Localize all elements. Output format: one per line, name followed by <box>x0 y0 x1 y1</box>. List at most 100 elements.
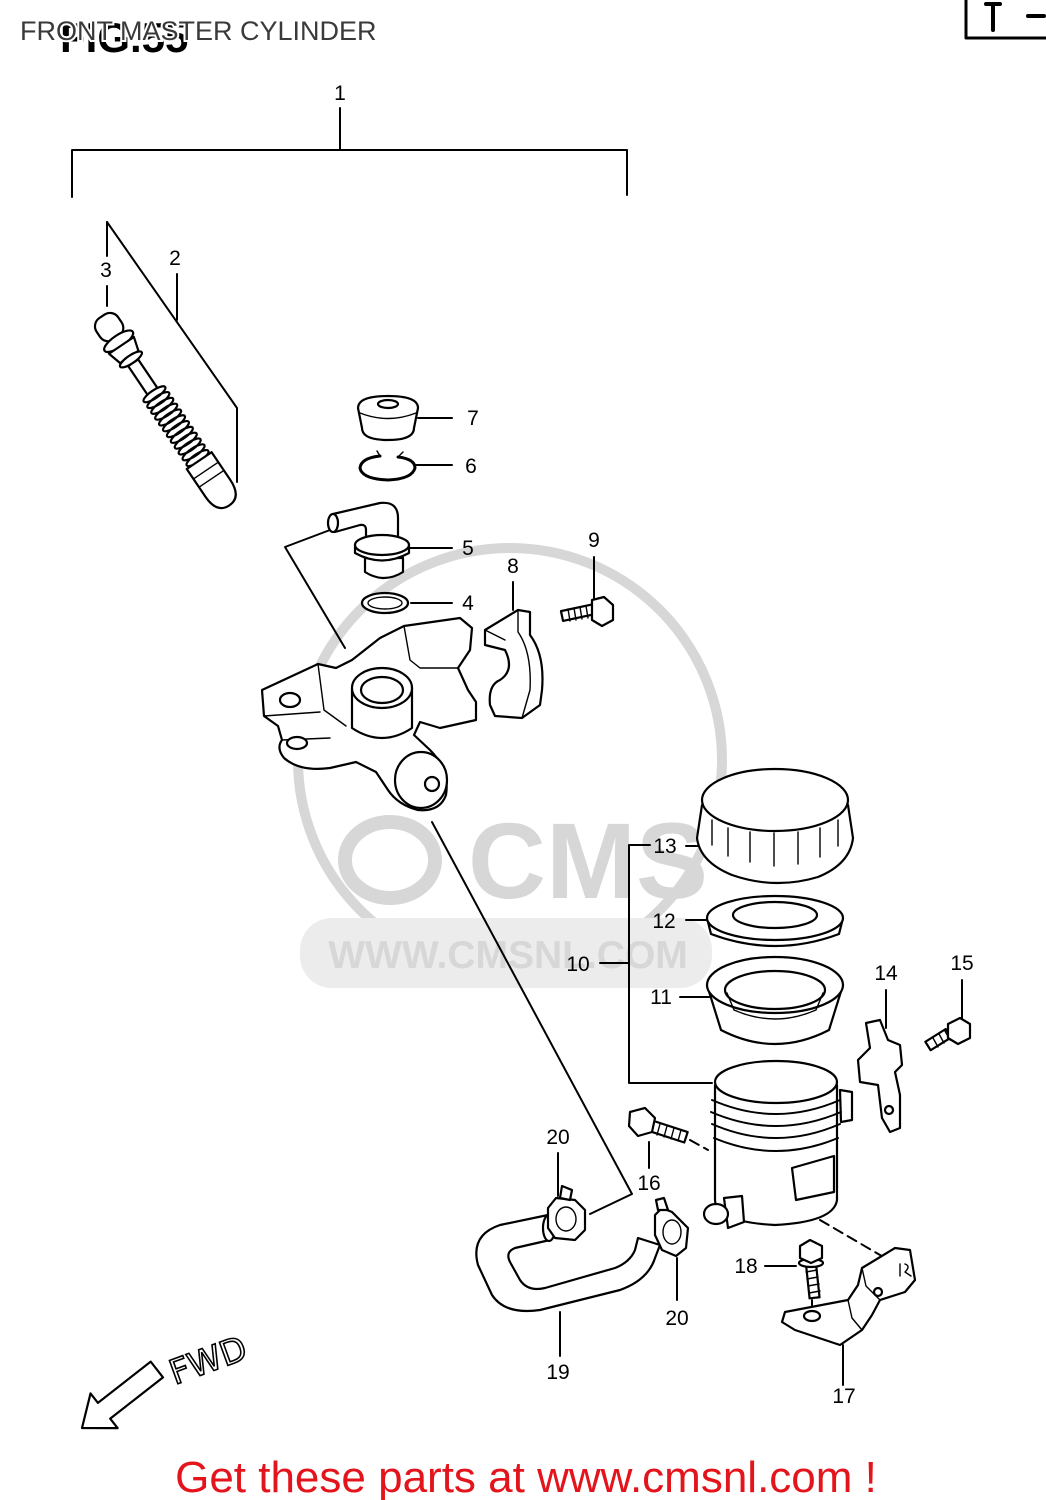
bracket-14-hole <box>883 1104 895 1116</box>
plate-inner-wall <box>726 992 824 1020</box>
hose-tube <box>475 1213 662 1313</box>
wrench-icon <box>338 815 442 905</box>
connector-collar <box>363 556 405 580</box>
clip-lower-band <box>653 1206 690 1258</box>
bracket-17-stamp <box>899 1263 912 1277</box>
part-5-hose-connector <box>326 501 411 580</box>
part-2-piston-set <box>93 311 237 510</box>
outlet-hole <box>423 775 441 793</box>
page-index-mark <box>984 2 1046 32</box>
callout-13: 13 <box>653 835 676 858</box>
clip-upper-inner <box>555 1206 577 1232</box>
callout-20-lower: 20 <box>665 1307 688 1330</box>
cap-13-grips <box>711 819 839 867</box>
callout-16: 16 <box>637 1172 660 1195</box>
diaphragm-inner <box>731 900 819 930</box>
leader-line-2 <box>106 221 238 483</box>
page-index-box <box>964 0 1046 40</box>
callout-15: 15 <box>950 952 973 975</box>
callout-9: 9 <box>588 529 600 552</box>
callout-11: 11 <box>650 986 672 1009</box>
part-17-reservoir-bracket <box>780 1246 917 1347</box>
reservoir-label <box>790 1154 836 1202</box>
mount-hole-upper <box>278 691 302 709</box>
watermark-logo-text: CMS <box>468 800 708 921</box>
circlip-ears <box>376 450 404 458</box>
clamp-body <box>483 608 544 720</box>
callout-6: 6 <box>465 455 477 478</box>
clip-lower-tab <box>654 1196 670 1212</box>
leader-line-1 <box>71 107 628 198</box>
bore-inner <box>359 675 405 705</box>
bracket-17-hole <box>802 1309 822 1323</box>
reservoir-ribs <box>710 1099 842 1152</box>
figure-number: FIG.55 <box>60 14 188 61</box>
connector-nipple <box>326 512 340 534</box>
clip-upper-band <box>546 1196 587 1242</box>
part-10-reservoir-tank <box>702 1059 854 1230</box>
part-14-reservoir-bracket <box>856 1018 904 1134</box>
bracket-14-plate <box>856 1018 904 1134</box>
part-4-o-ring <box>360 591 410 615</box>
callout-1: 1 <box>334 82 346 105</box>
bolt-16-threads <box>656 1123 682 1142</box>
part-20-hose-clip-lower <box>653 1196 690 1258</box>
part-15-screw <box>924 1016 972 1052</box>
assembly-line-bolt-16 <box>689 1139 709 1151</box>
part-9-clamp-bolt <box>559 595 615 628</box>
assembly-line-fitting <box>284 529 346 649</box>
fwd-label: FWD <box>164 1329 252 1394</box>
part-18-bolt <box>797 1238 825 1300</box>
callout-2: 2 <box>169 247 181 270</box>
assembly-line-hose <box>431 821 633 1215</box>
o-ring-inner <box>367 596 403 610</box>
fwd-arrow-icon <box>80 1360 165 1430</box>
piston-spring <box>142 385 210 468</box>
bolt-9-threads <box>567 605 589 622</box>
part-11-diaphragm-plate <box>705 955 845 1045</box>
bracket-17-hole-2 <box>872 1286 884 1298</box>
footer-cta: Get these parts at www.cmsnl.com ! <box>175 1453 877 1500</box>
connector-top <box>353 533 411 557</box>
cap-edge <box>359 412 417 420</box>
piston-cup-grooves <box>192 461 225 488</box>
connector-elbow <box>331 501 400 540</box>
callout-14: 14 <box>874 962 898 985</box>
callout-5: 5 <box>462 537 474 560</box>
watermark: CMS WWW.CMSNL.COM <box>293 543 727 988</box>
leader-line-10 <box>599 844 713 1084</box>
page-title: FRONT MASTER CYLINDER <box>20 16 377 46</box>
part-13-reservoir-cap <box>695 767 855 885</box>
part-8-handlebar-clamp <box>483 608 544 720</box>
bolt-18-shaft <box>804 1262 821 1300</box>
part-1-master-cylinder-body <box>260 616 478 812</box>
bolt-9-head <box>590 595 615 628</box>
body-edges <box>263 625 459 741</box>
callout-12: 12 <box>652 910 675 933</box>
part-12-diaphragm <box>705 894 845 948</box>
screw-15-head <box>946 1016 972 1046</box>
reservoir-lug <box>838 1088 854 1124</box>
callout-20-upper: 20 <box>546 1126 569 1149</box>
part-6-circlip <box>358 454 417 482</box>
reservoir-top <box>713 1059 839 1105</box>
bolt-18-head <box>798 1238 824 1265</box>
cap-13-top <box>700 767 850 833</box>
callout-18: 18 <box>734 1255 757 1278</box>
piston-cup <box>185 451 237 510</box>
clamp-edges <box>484 609 531 719</box>
bolt-16-head <box>627 1106 657 1138</box>
bolt-9-shaft <box>559 603 596 622</box>
outlet-boss <box>393 750 449 810</box>
plate-inner <box>723 969 827 1011</box>
callout-10: 10 <box>566 953 589 976</box>
clip-lower-inner <box>662 1219 682 1245</box>
reservoir-outlet-nipple <box>702 1202 730 1226</box>
clip-upper-tab <box>558 1184 574 1202</box>
callout-3: 3 <box>100 259 112 282</box>
callout-8: 8 <box>507 555 519 578</box>
callout-7: 7 <box>467 407 479 430</box>
bolt-18-threads <box>805 1269 821 1294</box>
forward-indicator: FWD <box>80 1328 253 1430</box>
